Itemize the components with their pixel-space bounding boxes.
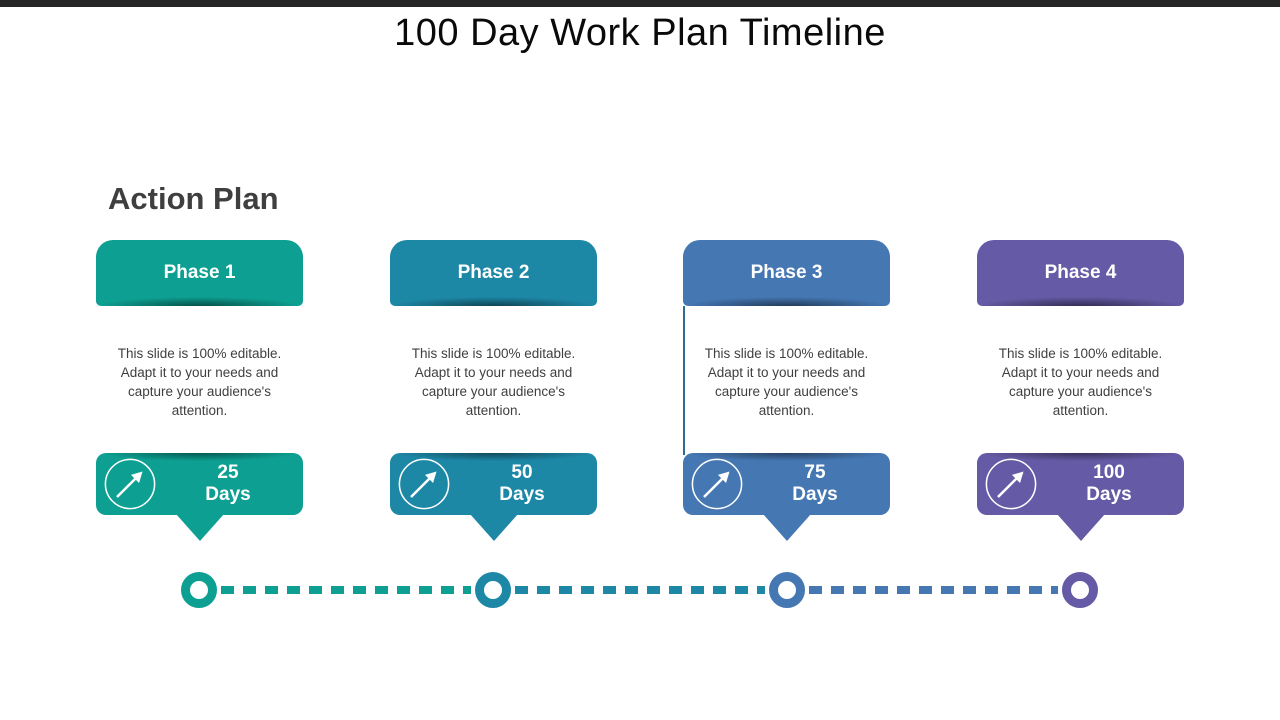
timeline-segment-3 bbox=[809, 586, 1058, 594]
phase-4-description: This slide is 100% editable. Adapt it to… bbox=[998, 346, 1163, 418]
day-value: 75 bbox=[804, 462, 826, 483]
pointer-tail bbox=[1056, 514, 1105, 541]
day-unit: Days bbox=[499, 484, 545, 505]
day-value: 25 bbox=[217, 462, 239, 483]
phase-3-day-text: 75 Days bbox=[744, 462, 890, 506]
day-unit: Days bbox=[1086, 484, 1132, 505]
day-value: 100 bbox=[1093, 462, 1125, 483]
phase-column-3: Phase 3 This slide is 100% editable. Ada… bbox=[683, 240, 890, 541]
phase-3-description: This slide is 100% editable. Adapt it to… bbox=[704, 346, 869, 418]
trend-up-arrow-icon bbox=[984, 457, 1038, 511]
timeline-node-2 bbox=[475, 572, 511, 608]
day-value: 50 bbox=[511, 462, 533, 483]
trend-up-arrow-icon bbox=[397, 457, 451, 511]
phase-3-label: Phase 3 bbox=[750, 262, 823, 283]
pointer-tail bbox=[762, 514, 811, 541]
phase-2-header: Phase 2 bbox=[390, 240, 597, 306]
phase-column-4: Phase 4 This slide is 100% editable. Ada… bbox=[977, 240, 1184, 541]
trend-up-arrow-icon bbox=[103, 457, 157, 511]
timeline-segment-2 bbox=[515, 586, 765, 594]
phase-3-edge-line bbox=[683, 306, 685, 455]
day-unit: Days bbox=[205, 484, 251, 505]
pointer-tail bbox=[175, 514, 224, 541]
phase-2-day-text: 50 Days bbox=[451, 462, 597, 506]
phase-column-2: Phase 2 This slide is 100% editable. Ada… bbox=[390, 240, 597, 541]
phase-1-header: Phase 1 bbox=[96, 240, 303, 306]
phase-1-label: Phase 1 bbox=[163, 262, 236, 283]
phase-1-day-text: 25 Days bbox=[157, 462, 303, 506]
top-accent-bar bbox=[0, 0, 1280, 7]
phase-1-description: This slide is 100% editable. Adapt it to… bbox=[117, 346, 282, 418]
phase-2-description: This slide is 100% editable. Adapt it to… bbox=[411, 346, 576, 418]
timeline-node-1 bbox=[181, 572, 217, 608]
timeline-node-3 bbox=[769, 572, 805, 608]
section-title: Action Plan bbox=[108, 181, 279, 216]
phase-4-day-text: 100 Days bbox=[1038, 462, 1184, 506]
phase-4-header: Phase 4 bbox=[977, 240, 1184, 306]
phase-column-1: Phase 1 This slide is 100% editable. Ada… bbox=[96, 240, 303, 541]
phase-1-day-marker: 25 Days bbox=[96, 453, 303, 541]
timeline-node-4 bbox=[1062, 572, 1098, 608]
phase-4-label: Phase 4 bbox=[1044, 262, 1117, 283]
phase-4-day-marker: 100 Days bbox=[977, 453, 1184, 541]
day-unit: Days bbox=[792, 484, 838, 505]
timeline-segment-1 bbox=[221, 586, 471, 594]
phase-2-day-marker: 50 Days bbox=[390, 453, 597, 541]
slide-title: 100 Day Work Plan Timeline bbox=[394, 12, 886, 54]
trend-up-arrow-icon bbox=[690, 457, 744, 511]
phase-3-day-marker: 75 Days bbox=[683, 453, 890, 541]
pointer-tail bbox=[469, 514, 518, 541]
phase-3-header: Phase 3 bbox=[683, 240, 890, 306]
phase-2-label: Phase 2 bbox=[457, 262, 530, 283]
